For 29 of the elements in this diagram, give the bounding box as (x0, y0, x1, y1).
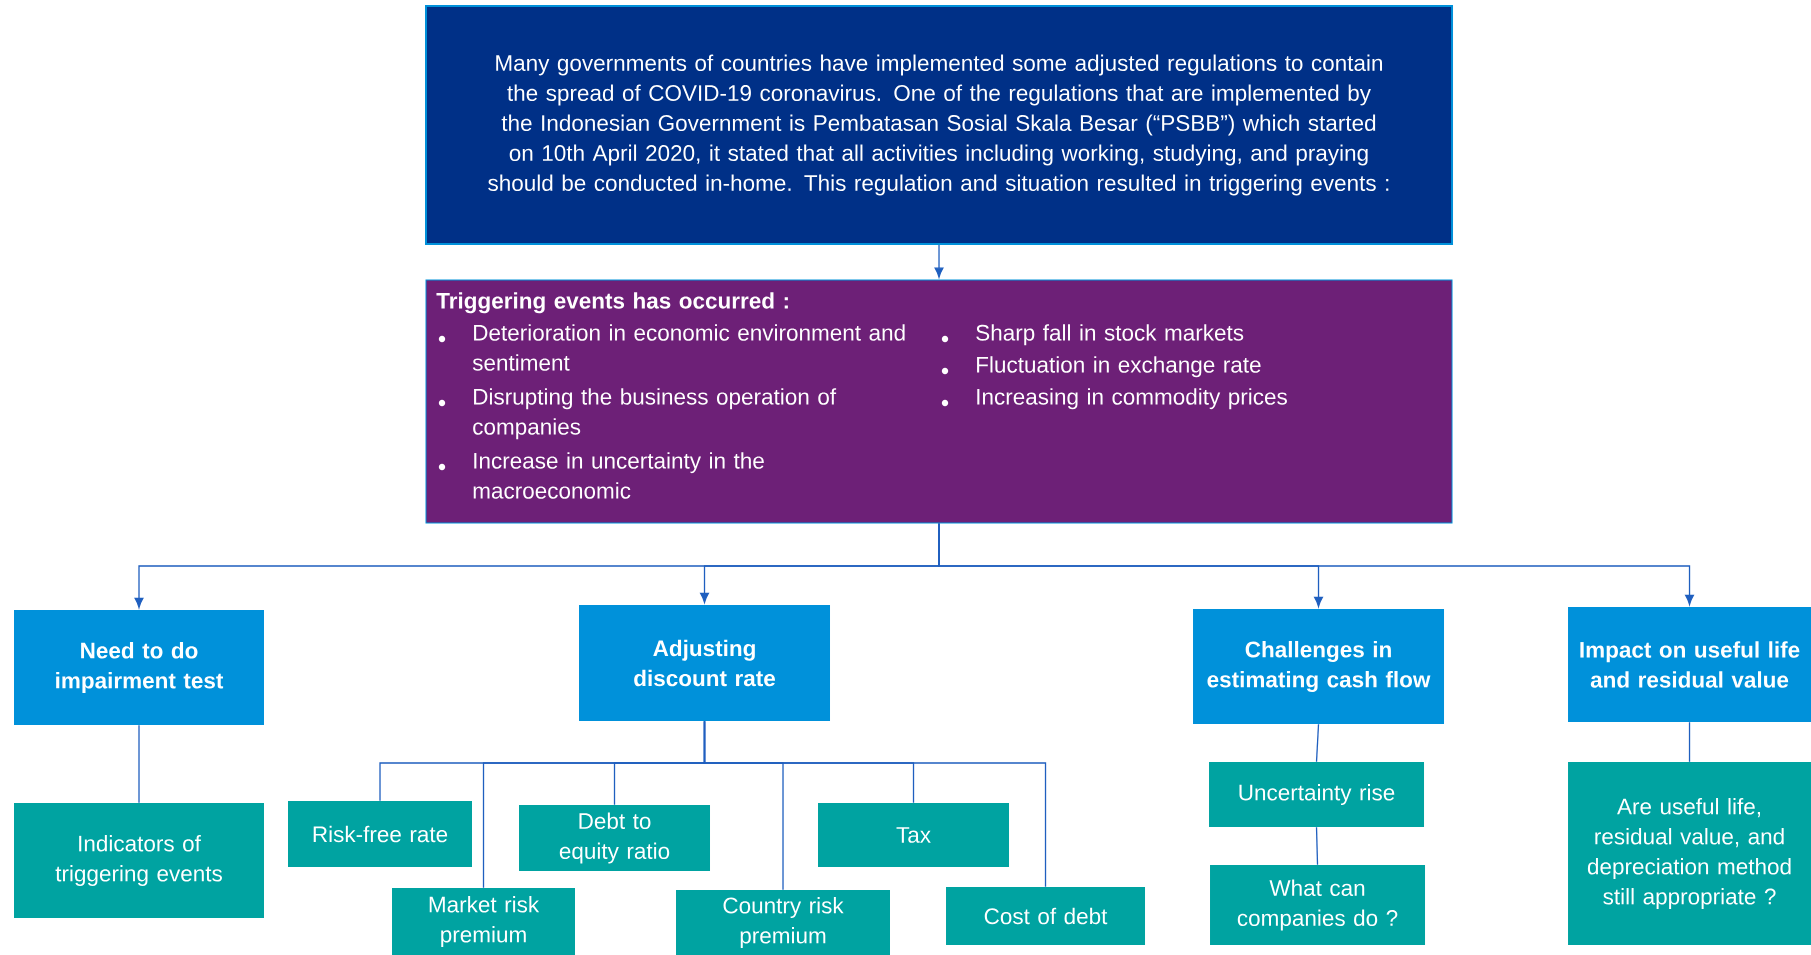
bullet-item: Disrupting the business operation of companies (473, 388, 837, 440)
intro-box: Many governments of countries have implemented some adjusted regulations to contain the spread of COVID-19 coronavirus. One of the regulations that are implemented by the Indonesian Government is Pembatasan Sosial Skala Besar (“PSBB”) which started on 10th April 2020, it stated that all activities including working, studying, and praying should be conducted in-home. This regulation and situation resulted in triggering events : (425, 5, 1453, 245)
bullet-item: Sharp fall in stock markets (976, 324, 1244, 346)
bullet-item: Deterioration in economic environment and sentiment (472, 324, 905, 371)
item-box: Country risk premium (676, 890, 890, 955)
item-box: Risk-free rate (288, 801, 472, 867)
connector (1315, 723, 1320, 763)
panel-heading: Triggering events has occurred : (436, 292, 788, 314)
connector (934, 244, 944, 278)
item-box: Market risk premium (392, 888, 575, 955)
item-box: Tax (818, 803, 1009, 867)
item-box: Cost of debt (946, 887, 1145, 945)
category-box: Need to do impairment test (14, 610, 264, 725)
bullet-item: Increasing in commodity prices (977, 388, 1287, 410)
bullet-item: Increase in uncertainty in the macroeconomic (473, 452, 764, 499)
category-box: Impact on useful life and residual value (1568, 607, 1811, 722)
item-box: Are useful life, residual value, and depreciation method still appropriate ? (1568, 762, 1811, 945)
category-box: Adjusting discount rate (579, 605, 830, 721)
item-box: Indicators of triggering events (14, 803, 264, 918)
connector (138, 724, 140, 804)
item-box: Debt to equity ratio (519, 805, 710, 871)
connector (703, 720, 1047, 888)
connector (1688, 721, 1691, 763)
item-box: Uncertainty rise (1209, 762, 1424, 827)
connector (1315, 826, 1319, 866)
category-box: Challenges in estimating cash flow (1193, 609, 1444, 724)
bullet-item: Fluctuation in exchange rate (977, 356, 1261, 378)
connector (938, 522, 1694, 606)
item-box: What can companies do ? (1210, 865, 1425, 945)
